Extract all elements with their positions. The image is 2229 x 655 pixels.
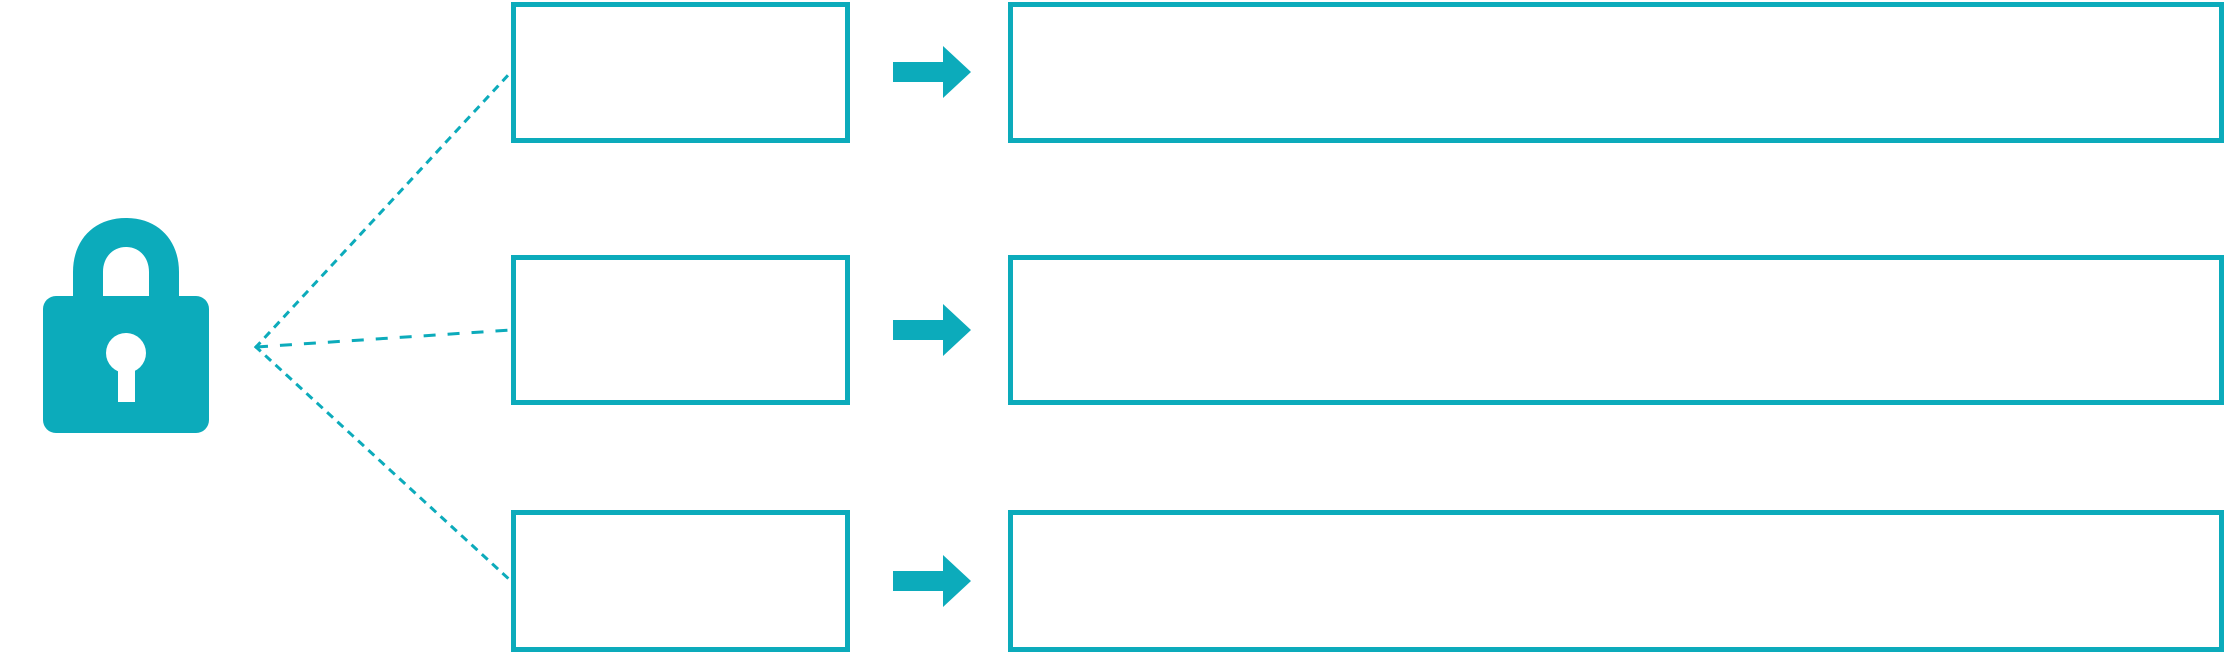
process-box-2[interactable] <box>511 255 850 405</box>
process-box-2-label <box>516 260 845 400</box>
right-arrow-icon <box>893 46 971 98</box>
outcome-box-1[interactable] <box>1008 2 2224 143</box>
lock-icon <box>43 218 209 433</box>
process-box-3-label <box>516 515 845 647</box>
connector-line-2 <box>255 328 512 349</box>
connector-line-3 <box>253 344 514 584</box>
outcome-box-3[interactable] <box>1008 510 2224 652</box>
outcome-box-1-label <box>1013 7 2219 138</box>
connector-line-1 <box>253 69 514 350</box>
outcome-box-2-label <box>1013 260 2219 400</box>
process-box-1-label <box>516 7 845 138</box>
outcome-box-2[interactable] <box>1008 255 2224 405</box>
process-box-3[interactable] <box>511 510 850 652</box>
right-arrow-icon <box>893 304 971 356</box>
process-box-1[interactable] <box>511 2 850 143</box>
right-arrow-icon <box>893 555 971 607</box>
outcome-box-3-label <box>1013 515 2219 647</box>
